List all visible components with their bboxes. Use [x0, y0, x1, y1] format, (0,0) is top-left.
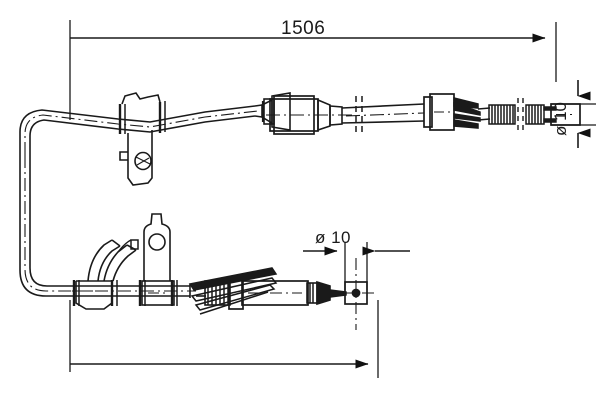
mounting-clamp-bracket [118, 92, 166, 186]
dimension-overall-length [69, 20, 557, 120]
lower-cable-run [70, 285, 196, 297]
cylindrical-sleeve [241, 280, 309, 306]
collar-fitting [72, 280, 118, 310]
upper-cable-run [19, 104, 263, 155]
coil-spring-section-lower [196, 276, 244, 310]
blade-lever [188, 267, 278, 315]
lower-tip-fitting [306, 280, 347, 306]
dimension-lower-length [69, 300, 379, 378]
upper-cable-midrun [341, 96, 425, 134]
curved-retainer-clip [87, 239, 139, 282]
coil-spring-section-upper [477, 98, 545, 131]
dimension-label-diameter-lower: ø 10 [315, 228, 352, 247]
barrel-damper-fitting [261, 92, 352, 135]
left-u-bend [19, 155, 72, 297]
dimension-diameter-lower [303, 242, 410, 290]
dimension-label-overall-length: 1506 [281, 18, 326, 39]
flat-plate-bracket [138, 213, 178, 306]
terminal-eyelet-fitting [340, 258, 378, 330]
dimension-label-diameter-right: ø 10 [551, 101, 570, 136]
conical-flare-fitting [423, 93, 481, 131]
dimension-diameter-right [551, 80, 596, 148]
